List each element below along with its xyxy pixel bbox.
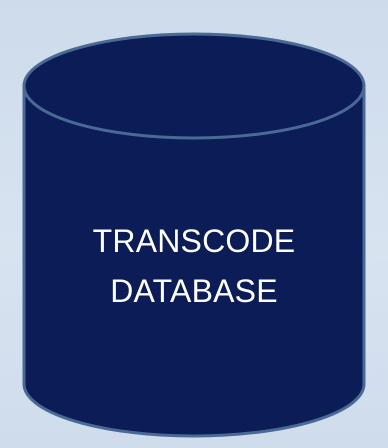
cylinder-top: [22, 32, 366, 140]
database-label: TRANSCODE DATABASE: [24, 216, 364, 316]
cylinder-body: [22, 84, 366, 438]
database-label-line-2: DATABASE: [110, 273, 278, 309]
database-label-line-1: TRANSCODE: [92, 223, 296, 259]
